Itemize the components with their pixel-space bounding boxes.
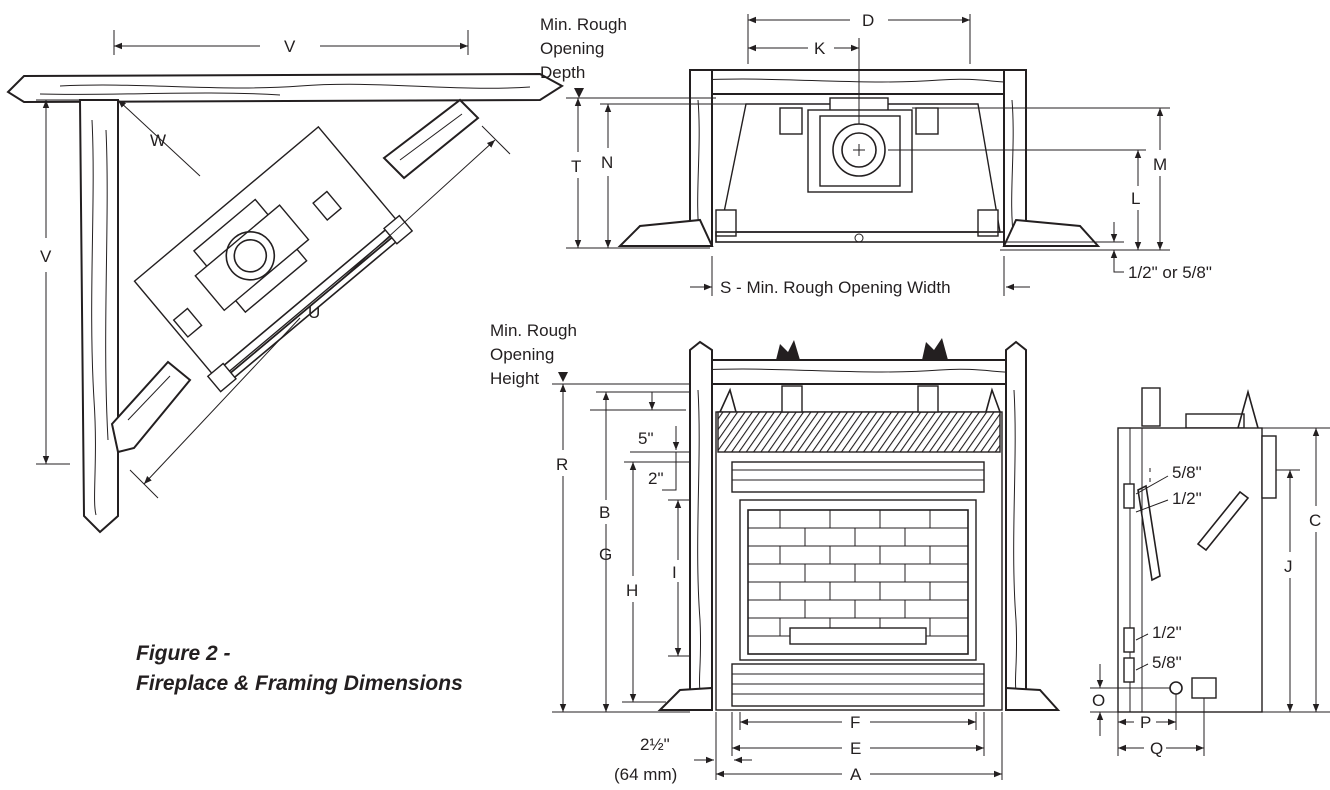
label-W: W (150, 131, 166, 150)
label-depth-2: Opening (540, 39, 604, 58)
front-view: Min. Rough Opening Height R B G 5" 2" H (490, 321, 1061, 784)
label-5in: 5" (638, 429, 654, 448)
label-5-8-top: 5/8" (1172, 463, 1202, 482)
label-depth-3: Depth (540, 63, 585, 82)
label-O: O (1092, 691, 1105, 710)
label-depth-1: Min. Rough (540, 15, 627, 34)
label-U: U (308, 303, 320, 322)
label-height-3: Height (490, 369, 539, 388)
label-2in: 2" (648, 469, 664, 488)
label-Q: Q (1150, 739, 1163, 758)
label-V-side: V (40, 247, 52, 266)
label-J: J (1284, 557, 1293, 576)
label-N: N (601, 153, 613, 172)
corner-installation-view: V V W U (6, 30, 564, 534)
label-E: E (850, 739, 861, 758)
label-1-2-top: 1/2" (1172, 489, 1202, 508)
diagonal-stud-lower (110, 360, 192, 454)
label-A: A (850, 765, 862, 784)
label-I: I (672, 563, 677, 582)
label-5-8-bottom: 5/8" (1152, 653, 1182, 672)
label-T: T (571, 157, 581, 176)
side-view: 5/8" 1/2" 1/2" 5/8" C J O P Q (1090, 387, 1330, 758)
label-K: K (814, 39, 826, 58)
top-view: D K Min. Rough Opening Depth T N M L (540, 11, 1212, 297)
label-L: L (1131, 189, 1140, 208)
label-gap-top: 1/2" or 5/8" (1128, 263, 1212, 282)
label-C: C (1309, 511, 1321, 530)
left-stud (78, 99, 119, 534)
caption-line-1: Figure 2 - (136, 642, 231, 665)
label-S: S - Min. Rough Opening Width (720, 278, 951, 297)
label-D: D (862, 11, 874, 30)
label-R: R (556, 455, 568, 474)
label-H: H (626, 581, 638, 600)
label-F: F (850, 713, 860, 732)
label-height-1: Min. Rough (490, 321, 577, 340)
label-B: B (599, 503, 610, 522)
label-64mm: (64 mm) (614, 765, 677, 784)
label-height-2: Opening (490, 345, 554, 364)
top-beam (6, 72, 564, 104)
label-M: M (1153, 155, 1167, 174)
figure-caption: Figure 2 - Fireplace & Framing Dimension… (136, 642, 463, 695)
caption-line-2: Fireplace & Framing Dimensions (136, 672, 463, 695)
label-1-2-bottom: 1/2" (1152, 623, 1182, 642)
label-V-top: V (284, 37, 296, 56)
label-G: G (599, 545, 612, 564)
diagonal-stud-upper (382, 98, 480, 180)
label-2-5in: 2½" (640, 735, 670, 754)
label-P: P (1140, 713, 1151, 732)
